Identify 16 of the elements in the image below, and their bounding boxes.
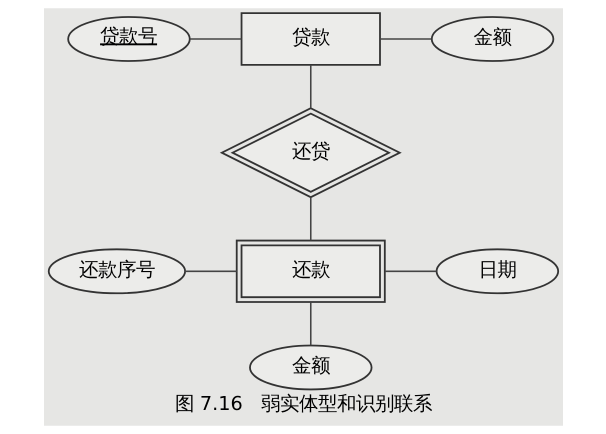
node-ellipse: 金额	[248, 344, 372, 390]
connector	[309, 198, 312, 240]
caption: 图 7.16 弱实体型和识别联系	[174, 392, 432, 415]
node-ellipse: 还款序号	[47, 248, 186, 294]
connector	[309, 64, 312, 108]
node-ellipse: 日期	[435, 248, 559, 294]
connector	[380, 38, 431, 40]
node-diamond: 还贷	[219, 107, 402, 198]
node-ellipse: 金额	[430, 16, 554, 62]
connector	[190, 38, 241, 40]
node-ellipse: 贷款号	[66, 16, 190, 62]
node-box: 贷款	[240, 12, 380, 66]
connector	[384, 270, 436, 272]
connector	[184, 270, 236, 272]
connector	[309, 302, 312, 346]
node-box: 还款	[235, 240, 386, 303]
